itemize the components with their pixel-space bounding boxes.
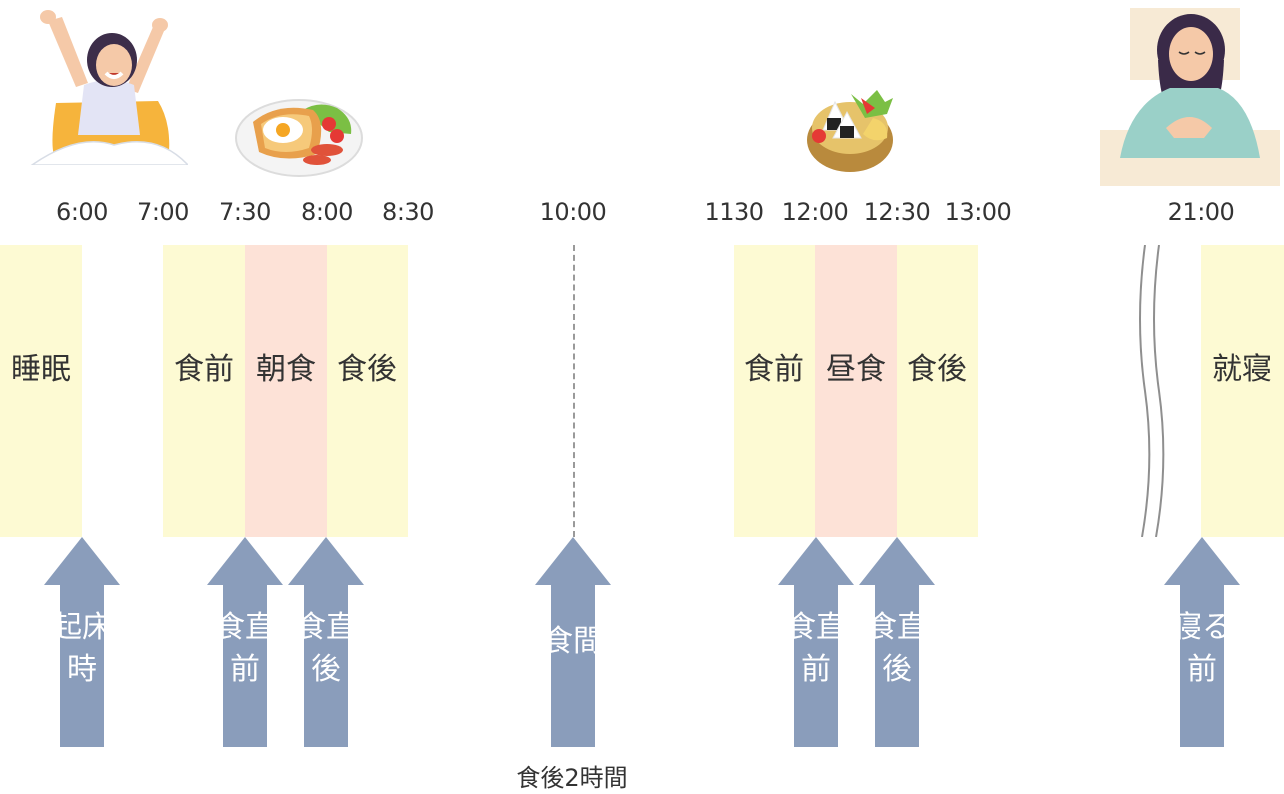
time-label: 7:00 xyxy=(137,198,189,226)
arrow-wake: 起床時 xyxy=(44,537,120,747)
arrow-between-meals: 食間 xyxy=(535,537,611,747)
arrow-head-icon xyxy=(288,537,364,585)
band-label-before-lunch: 食前 xyxy=(744,352,804,387)
time-label: 13:00 xyxy=(944,198,1012,226)
arrow-label: 食直前 xyxy=(215,610,275,687)
arrow-head-icon xyxy=(44,537,120,585)
band-label-after-breakfast: 食後 xyxy=(337,352,397,387)
band-after-lunch xyxy=(897,245,978,537)
band-label-sleep: 睡眠 xyxy=(11,352,71,387)
sleeping-woman-icon xyxy=(1100,8,1280,186)
arrow-head-icon xyxy=(859,537,935,585)
arrow-just-before-lunch: 食直前 xyxy=(778,537,854,747)
band-breakfast xyxy=(245,245,327,537)
breakfast-plate-icon xyxy=(235,99,363,177)
waking-woman-icon xyxy=(30,10,188,165)
arrow-head-icon xyxy=(535,537,611,585)
band-label-after-lunch: 食後 xyxy=(907,352,967,387)
arrow-just-before-breakfast: 食直前 xyxy=(207,537,283,747)
arrow-label: 食直後 xyxy=(867,610,927,687)
arrow-before-sleep: 寝る前 xyxy=(1164,537,1240,747)
time-break-icon xyxy=(1139,245,1165,537)
arrow-label: 寝る前 xyxy=(1172,610,1232,687)
band-label-breakfast: 朝食 xyxy=(256,352,316,387)
time-label: 10:00 xyxy=(539,198,607,226)
time-label: 12:00 xyxy=(781,198,849,226)
band-label-before-breakfast: 食前 xyxy=(174,352,234,387)
band-label-bedtime: 就寝 xyxy=(1212,352,1272,387)
arrow-head-icon xyxy=(778,537,854,585)
time-label: 6:00 xyxy=(56,198,108,226)
band-before-breakfast xyxy=(163,245,245,537)
band-lunch xyxy=(815,245,897,537)
arrow-head-icon xyxy=(207,537,283,585)
arrow-just-after-breakfast: 食直後 xyxy=(288,537,364,747)
arrow-label: 食間 xyxy=(543,624,603,659)
band-bedtime xyxy=(1201,245,1284,537)
between-meals-line xyxy=(573,245,575,537)
arrow-label: 起床時 xyxy=(52,610,112,687)
arrow-label: 食直後 xyxy=(296,610,356,687)
bento-box-icon xyxy=(807,90,893,172)
time-label: 21:00 xyxy=(1167,198,1235,226)
time-label: 1130 xyxy=(704,198,764,226)
arrow-just-after-lunch: 食直後 xyxy=(859,537,935,747)
band-before-lunch xyxy=(734,245,815,537)
band-after-breakfast xyxy=(327,245,408,537)
footnote: 食後2時間 xyxy=(516,764,628,792)
time-label: 7:30 xyxy=(219,198,271,226)
time-label: 8:00 xyxy=(301,198,353,226)
time-label: 8:30 xyxy=(382,198,434,226)
band-sleep xyxy=(0,245,82,537)
band-label-lunch: 昼食 xyxy=(826,352,886,387)
arrow-label: 食直前 xyxy=(786,610,846,687)
arrow-head-icon xyxy=(1164,537,1240,585)
time-label: 12:30 xyxy=(863,198,931,226)
